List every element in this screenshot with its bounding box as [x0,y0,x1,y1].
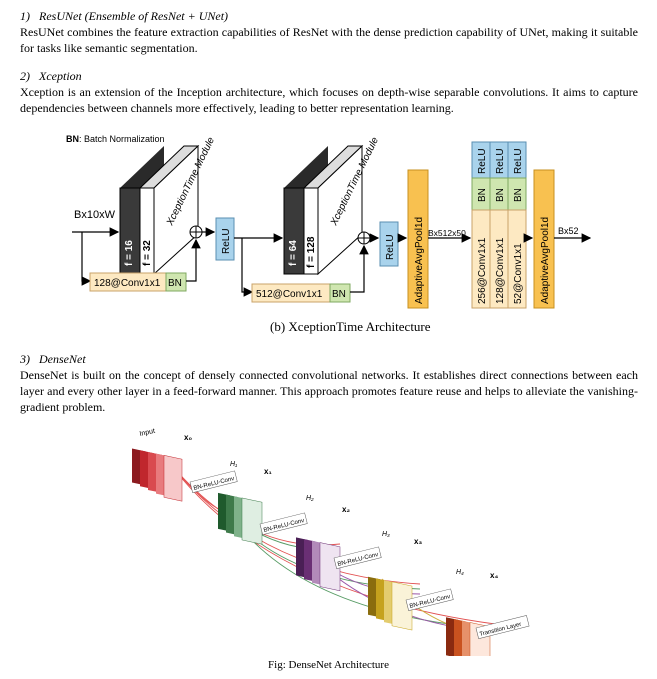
conv-128: 128@Conv1x1 [495,237,506,304]
x4-label: x₄ [490,571,498,580]
section-body-resunet: ResUNet combines the feature extraction … [20,25,638,55]
h2-block [296,537,341,592]
shortcut2-bn: BN [332,289,346,300]
input-block [132,448,183,502]
x1-label: x₁ [264,467,272,476]
xception-caption: (b) XceptionTime Architecture [270,319,431,334]
relu-1: ReLU [221,228,232,254]
bn-c: BN [513,188,524,202]
h1-label: H₁ [230,461,238,468]
h2-label: H₂ [306,495,314,502]
x2-label: x₂ [342,505,350,514]
xception-figure: BN: Batch Normalization Bx10xW f = 16 f … [66,134,592,334]
x0-label: x₀ [184,433,192,442]
conv-52: 52@Conv1x1 [513,243,524,304]
xception-module-2: f = 64 f = 128 XceptionTime Module [283,135,381,276]
section-heading-xception: 2) Xception [20,69,82,83]
section-body-xception: Xception is an extension of the Inceptio… [20,85,638,115]
pool-1: AdaptiveAvgPool1d [414,217,425,304]
bn-note: BN: Batch Normalization [66,134,165,144]
input-label-dn: Input [139,428,156,438]
xception-module-1: f = 16 f = 32 XceptionTime Module [119,135,217,276]
mid-label: Bx512x50 [428,228,466,238]
relu-b: ReLU [495,148,506,174]
section-heading-resunet: 1) ResUNet (Ensemble of ResNet + UNet) [20,9,229,23]
input-label: Bx10xW [74,209,116,221]
module2-f2: f = 128 [306,236,317,268]
h3-label: H₃ [382,531,390,538]
relu-2: ReLU [385,234,396,260]
section-heading-densenet: 3) DenseNet [20,352,86,366]
relu-a: ReLU [477,148,488,174]
shortcut2-conv: 512@Conv1x1 [256,289,323,300]
module1-f2: f = 32 [142,240,153,266]
module2-f1: f = 64 [288,240,299,266]
h3-block [368,576,413,631]
conv-256: 256@Conv1x1 [477,237,488,304]
pool-2: AdaptiveAvgPool1d [540,217,551,304]
bn-a: BN [477,188,488,202]
x3-label: x₃ [414,537,422,546]
h4-label: H₄ [456,569,464,576]
shortcut1-bn: BN [168,278,182,289]
conv-stack: ReLU ReLU ReLU BN BN BN 256@Conv1x1 128@… [471,141,527,309]
shortcut1-conv: 128@Conv1x1 [94,278,161,289]
bn-b: BN [495,188,506,202]
section-body-densenet: DenseNet is built on the concept of dens… [20,368,638,414]
h1-block [218,492,263,545]
out-label: Bx52 [558,226,579,236]
module1-f1: f = 16 [124,240,135,266]
relu-c: ReLU [513,148,524,174]
densenet-caption: Fig: DenseNet Architecture [268,659,389,671]
densenet-figure: Input x₀ H₁ BN-ReLU-Conv x₁ H₂ BN-ReLU-C… [132,428,530,656]
h4-block [446,617,491,656]
